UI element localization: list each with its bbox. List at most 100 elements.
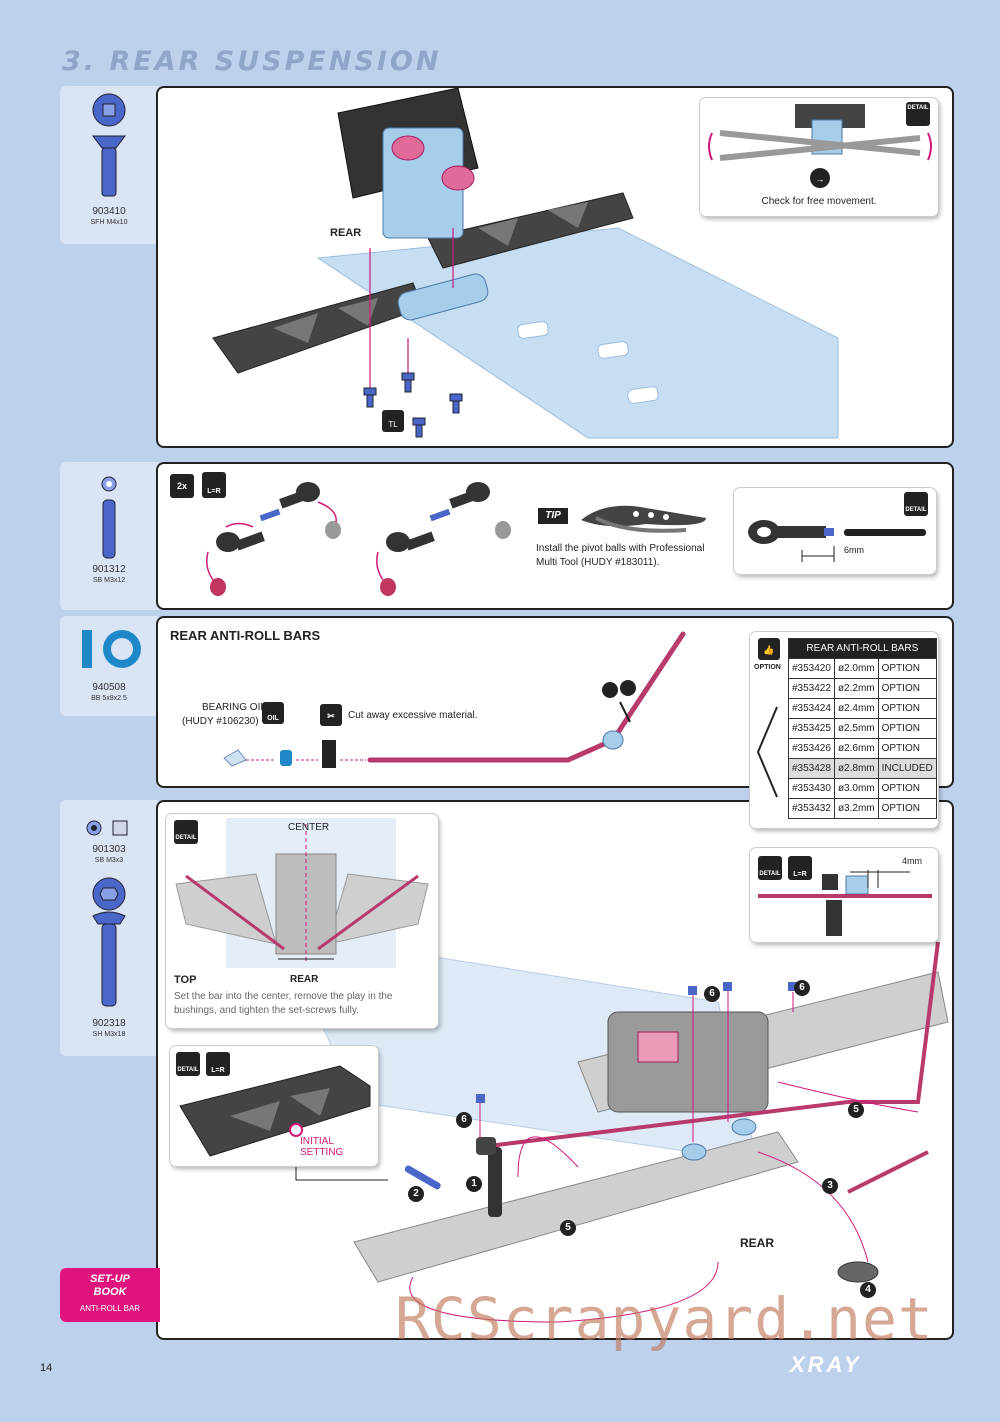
watermark: RCScrapyard.net	[395, 1285, 934, 1353]
part-code: 901312	[92, 564, 126, 575]
table-cell: ø2.6mm	[833, 738, 879, 759]
table-cell: #353422	[788, 678, 835, 699]
pivot-ball-drawing-right	[376, 482, 511, 596]
step-2: 2	[408, 1186, 424, 1202]
setup-book-line1: SET-UP	[90, 1273, 130, 1285]
part-code: 903410	[92, 206, 126, 217]
lr-badge: L=R	[788, 856, 812, 880]
rear-label-main: REAR	[740, 1236, 775, 1250]
part-desc: BB 5x8x2.5	[91, 695, 127, 702]
table-cell: OPTION	[877, 798, 937, 819]
detail-icon: DETAIL	[904, 492, 928, 516]
table-cell: #353432	[788, 798, 835, 819]
bearing-icon	[82, 630, 141, 668]
bearing-oil-label: BEARING OIL	[202, 702, 266, 713]
part-code: 901303	[92, 844, 126, 855]
part-label-4a: 901303 SB M3x3	[60, 844, 158, 866]
table-cell: OPTION	[877, 778, 937, 799]
part-card-3: 940508 BB 5x8x2.5	[60, 616, 158, 716]
table-cell: ø2.4mm	[833, 698, 879, 719]
cut-text: Cut away excessive material.	[348, 710, 478, 721]
quantity-badge: 2x	[170, 474, 194, 498]
pivot-ball-drawing-left	[206, 482, 341, 596]
rear-label-small: REAR	[290, 974, 319, 985]
anti-roll-bar-drawing	[223, 631, 686, 768]
table-cell: OPTION	[877, 678, 937, 699]
detail-icon-label: DETAIL	[905, 507, 927, 513]
part-desc: SFH M4x10	[90, 219, 128, 226]
setup-book-line3: ANTI-ROLL BAR	[79, 1304, 141, 1313]
oil-icon: OIL	[262, 702, 284, 724]
part-desc: SB M3x3	[94, 857, 124, 864]
table-cell: #353430	[788, 778, 835, 799]
dimension-1-5mm: 1.5mm	[884, 521, 912, 531]
part-label-1: 903410 SFH M4x10	[60, 206, 158, 228]
panel-rear-assembly: TL REAR → DETAIL Check for free movement…	[156, 86, 954, 448]
free-movement-drawing: →	[708, 104, 932, 188]
screw-sh-icon	[92, 877, 126, 1007]
table-header: REAR ANTI-ROLL BARS	[788, 638, 937, 659]
table-cell: #353424	[788, 698, 835, 719]
bearing-oil-ref: (HUDY #106230)	[182, 716, 259, 727]
arm-initial-setting-drawing	[179, 1065, 371, 1157]
detail-icon: DETAIL	[176, 1052, 200, 1076]
bar-shape-icon	[756, 706, 778, 798]
brand-logo: XRAY	[790, 1352, 862, 1377]
setup-book-badge[interactable]: SET-UP BOOK ANTI-ROLL BAR	[60, 1268, 160, 1322]
page-number: 14	[40, 1362, 53, 1374]
detail-icon: DETAIL	[906, 102, 930, 126]
table-cell: OPTION	[877, 738, 937, 759]
anti-roll-install-drawing	[277, 931, 949, 1323]
step-6a: 6	[704, 986, 720, 1002]
step-4: 4	[860, 1282, 876, 1298]
part-code: 940508	[92, 682, 126, 693]
table-cell: #353426	[788, 738, 835, 759]
table-cell: ø2.2mm	[833, 678, 879, 699]
panel-anti-roll-bars: REAR ANTI-ROLL BARS BEARING OIL (HUDY #1…	[156, 616, 954, 828]
ball-end-drawing	[748, 520, 926, 562]
table-cell: ø2.8mm	[833, 758, 879, 779]
table-cell: #353425	[788, 718, 835, 739]
step-6c: 6	[456, 1112, 472, 1128]
step-6b: 6	[794, 980, 810, 996]
inset-initial-setting: DETAIL L=R INITIAL SETTING	[170, 1046, 378, 1166]
part-desc: SH M3x18	[92, 1031, 126, 1038]
part-label-3: 940508 BB 5x8x2.5	[60, 682, 158, 704]
part-card-1: 903410 SFH M4x10	[60, 86, 158, 244]
free-movement-text: Check for free movement.	[761, 196, 877, 207]
part-desc: SB M3x12	[92, 577, 126, 584]
lr-badge: L=R	[202, 472, 226, 498]
screw-sfh-icon	[92, 93, 126, 197]
center-setting-drawing	[175, 818, 429, 968]
step-5b: 5	[560, 1220, 576, 1236]
dimension-4mm: 4mm	[902, 856, 922, 866]
part-label-2: 901312 SB M3x12	[60, 564, 158, 586]
panel-anti-roll-install: 1 2 3 4 5 5 6 6 6 REAR CENTER REAR TOP S…	[156, 800, 954, 1340]
detail-icon-label: DETAIL	[907, 105, 929, 111]
part-card-2: 901312 SB M3x12	[60, 462, 158, 610]
detail-icon-label: DETAIL	[177, 1067, 199, 1073]
anti-roll-heading: REAR ANTI-ROLL BARS	[170, 628, 321, 643]
table-cell: OPTION	[877, 698, 937, 719]
detail-icon: DETAIL	[758, 856, 782, 880]
detail-icon-label: DETAIL	[175, 835, 197, 841]
step-1: 1	[466, 1176, 482, 1192]
page-title: 3. REAR SUSPENSION	[62, 46, 442, 77]
bar-4mm-drawing	[758, 870, 932, 936]
initial-setting-label: INITIAL SETTING	[300, 1136, 344, 1158]
inset-pivot-detail: 1.5mm 6mm DETAIL	[734, 488, 936, 574]
step-5a: 5	[848, 1102, 864, 1118]
part-label-4b: 902318 SH M3x18	[60, 1018, 158, 1040]
panel-pivot-balls: 2x L=R TIP Install the pivot balls with …	[156, 462, 954, 610]
top-label: TOP	[174, 974, 197, 986]
